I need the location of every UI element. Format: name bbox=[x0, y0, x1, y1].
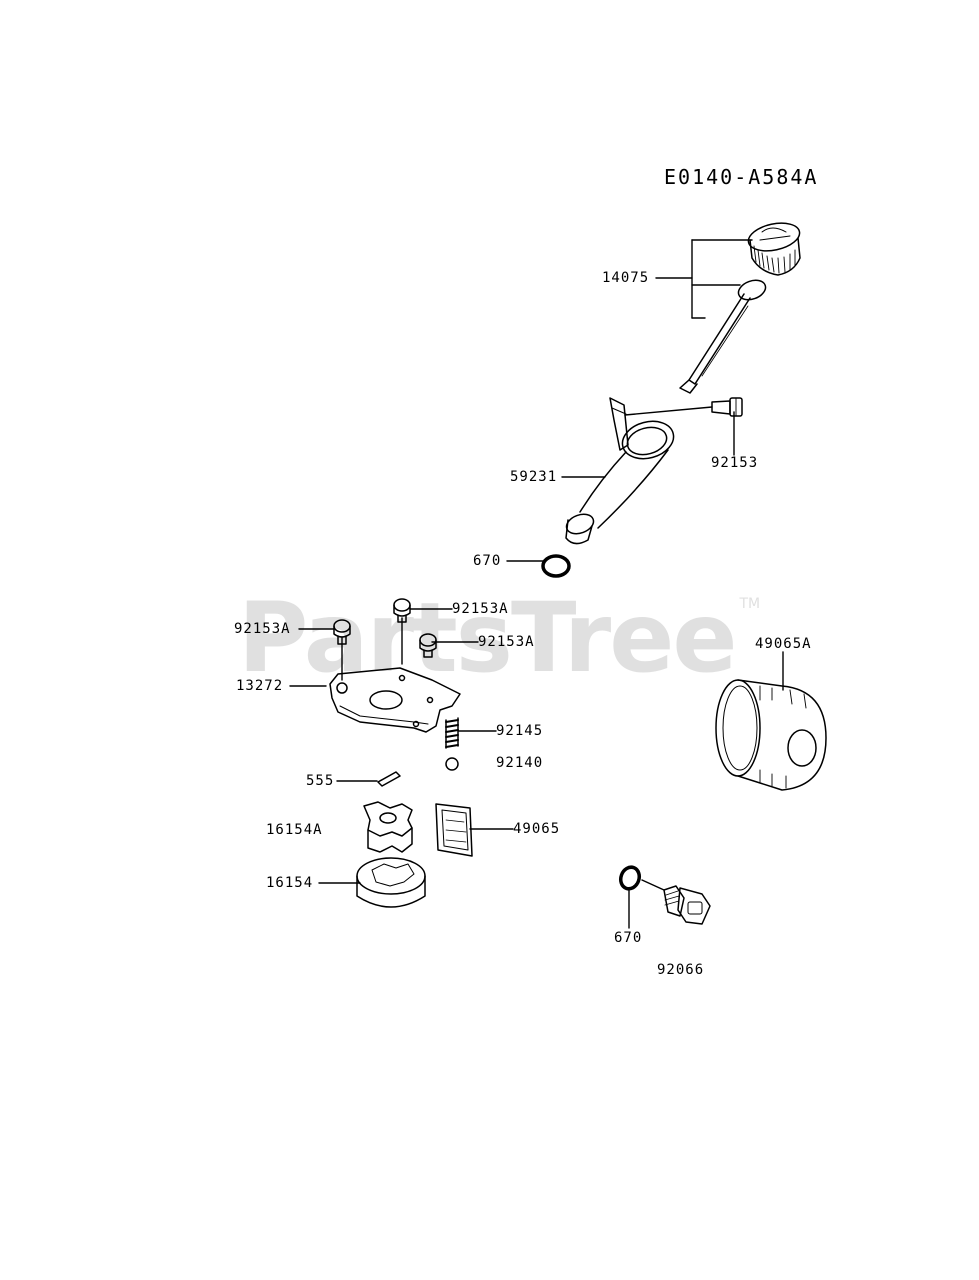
outer-rotor-shape bbox=[356, 857, 426, 908]
o-ring-top-shape bbox=[541, 554, 571, 578]
pin-shape bbox=[377, 771, 401, 787]
bolt-92153a-shapes bbox=[333, 598, 437, 658]
screen-shape bbox=[435, 803, 473, 857]
part-label-92140[interactable]: 92140 bbox=[496, 755, 544, 771]
part-label-670-bottom[interactable]: 670 bbox=[614, 930, 643, 946]
part-label-92153a-right[interactable]: 92153A bbox=[478, 634, 535, 650]
o-ring-bottom-shape bbox=[618, 865, 642, 891]
diagram-code: E0140-A584A bbox=[664, 165, 819, 189]
ball-shape bbox=[445, 757, 459, 771]
bolt-92153a-top-shape bbox=[393, 598, 411, 623]
pump-plate-shape bbox=[329, 667, 461, 733]
spring-shape bbox=[445, 717, 459, 749]
part-label-49065a[interactable]: 49065A bbox=[755, 636, 812, 652]
part-label-16154[interactable]: 16154 bbox=[266, 875, 314, 891]
trademark-mark: TM bbox=[739, 596, 761, 612]
part-label-555[interactable]: 555 bbox=[306, 773, 335, 789]
dipstick-rod-shape bbox=[679, 279, 767, 394]
part-label-92153a-left[interactable]: 92153A bbox=[234, 621, 291, 637]
part-label-49065[interactable]: 49065 bbox=[513, 821, 561, 837]
bolt-92153a-left-shape bbox=[333, 619, 351, 645]
oil-filter-shape bbox=[715, 679, 827, 791]
bolt-92153a-right-shape bbox=[419, 633, 437, 658]
part-label-14075[interactable]: 14075 bbox=[602, 270, 650, 286]
part-label-92153[interactable]: 92153 bbox=[711, 455, 759, 471]
dipstick-cap-shape bbox=[747, 222, 801, 276]
part-label-92066[interactable]: 92066 bbox=[657, 962, 705, 978]
part-label-59231[interactable]: 59231 bbox=[510, 469, 558, 485]
filler-tube-shape bbox=[565, 397, 675, 545]
drain-plug-shape bbox=[663, 885, 711, 925]
part-label-670-top[interactable]: 670 bbox=[473, 553, 502, 569]
bolt-92153-shape bbox=[711, 397, 743, 417]
watermark-text: PartsTree bbox=[238, 582, 737, 694]
part-label-13272[interactable]: 13272 bbox=[236, 678, 284, 694]
part-label-92153a-top[interactable]: 92153A bbox=[452, 601, 509, 617]
part-label-16154a[interactable]: 16154A bbox=[266, 822, 323, 838]
inner-rotor-shape bbox=[363, 801, 413, 853]
leader-lines bbox=[289, 239, 784, 929]
part-label-92145[interactable]: 92145 bbox=[496, 723, 544, 739]
